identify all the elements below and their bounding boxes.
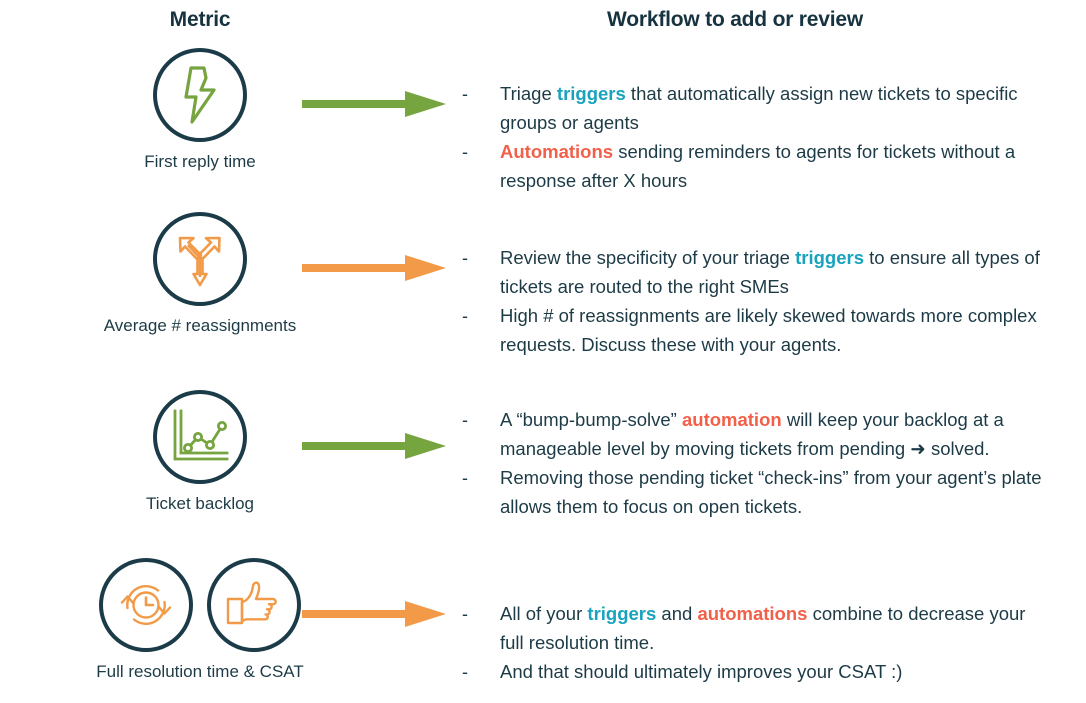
bullet-segment: And that should ultimately improves your…: [500, 661, 903, 682]
bullet-dash: -: [462, 248, 468, 268]
list-item: - All of your triggers and automations c…: [462, 600, 1062, 657]
bullet-segment: High # of reassignments are likely skewe…: [500, 305, 1037, 355]
clock-refresh-icon: [99, 558, 193, 652]
list-item: - A “bump-bump-solve” automation will ke…: [462, 406, 1062, 463]
metric-label: First reply time: [144, 152, 256, 171]
icon-group: [99, 558, 301, 652]
flow-arrow-green: [300, 426, 450, 466]
bullet-text: Automations sending reminders to agents …: [500, 138, 1052, 195]
bullet-text: And that should ultimately improves your…: [500, 658, 902, 687]
icon-group: [153, 48, 247, 142]
bullet-text: Triage triggers that automatically assig…: [500, 80, 1052, 137]
icon-group: [153, 390, 247, 484]
bullet-text: All of your triggers and automations com…: [500, 600, 1052, 657]
keyword-automations: Automations: [500, 141, 614, 162]
keyword-automation: automation: [681, 409, 782, 430]
bullet-segment: Review the specificity of your triage: [500, 247, 796, 268]
bullet-segment: Removing those pending ticket “check-ins…: [500, 467, 1042, 517]
thumbs-up-icon: [207, 558, 301, 652]
metric-label: Average # reassignments: [103, 316, 297, 335]
metric-row-average-reassignments: Average # reassignments - Review the spe…: [0, 212, 1086, 362]
workflow-bullets: - All of your triggers and automations c…: [462, 600, 1062, 688]
metric-label: Ticket backlog: [145, 494, 255, 513]
workflow-bullets: - Review the specificity of your triage …: [462, 244, 1062, 360]
flow-arrow-orange: [300, 248, 450, 288]
icon-group: [153, 212, 247, 306]
header-metric: Metric: [169, 8, 231, 31]
workflow-bullets: - A “bump-bump-solve” automation will ke…: [462, 406, 1062, 522]
metric-row-full-resolution-csat: Full resolution time & CSAT - All of you…: [0, 558, 1086, 703]
list-item: - Removing those pending ticket “check-i…: [462, 464, 1062, 521]
list-item: - And that should ultimately improves yo…: [462, 658, 1062, 687]
bullet-text: Removing those pending ticket “check-ins…: [500, 464, 1052, 521]
bullet-text: A “bump-bump-solve” automation will keep…: [500, 406, 1052, 463]
bullet-dash: -: [462, 142, 468, 162]
bullet-segment: to ensure all types of tickets are route…: [500, 247, 1040, 297]
bullet-segment: Triage: [500, 83, 557, 104]
metric-cell: Ticket backlog: [0, 390, 400, 514]
bullet-segment: sending reminders to agents for tickets …: [500, 141, 1016, 191]
bullet-segment: All of your: [500, 603, 588, 624]
line-chart-icon: [153, 390, 247, 484]
column-headers: Metric Workflow to add or review: [0, 8, 1086, 42]
metric-cell: Full resolution time & CSAT: [0, 558, 400, 682]
lightning-bolt-icon: [153, 48, 247, 142]
bullet-text: High # of reassignments are likely skewe…: [500, 302, 1052, 359]
bullet-dash: -: [462, 410, 468, 430]
bullet-dash: -: [462, 468, 468, 488]
metric-cell: Average # reassignments: [0, 212, 400, 336]
bullet-segment: and: [656, 603, 698, 624]
metric-row-ticket-backlog: Ticket backlog - A “bump-bump-solve” aut…: [0, 390, 1086, 540]
keyword-triggers: triggers: [795, 247, 864, 268]
flow-arrow-orange: [300, 594, 450, 634]
bullet-text: Review the specificity of your triage tr…: [500, 244, 1052, 301]
metric-label: Full resolution time & CSAT: [96, 662, 304, 681]
bullet-dash: -: [462, 662, 468, 682]
bullet-segment: combine to decrease your full resolution…: [500, 603, 1026, 653]
metric-row-first-reply-time: First reply time - Triage triggers that …: [0, 48, 1086, 198]
bullet-segment: will keep your backlog at a manageable l…: [500, 409, 1004, 459]
bullet-dash: -: [462, 84, 468, 104]
list-item: - Automations sending reminders to agent…: [462, 138, 1062, 195]
keyword-triggers: triggers: [587, 603, 657, 624]
list-item: - Review the specificity of your triage …: [462, 244, 1062, 301]
list-item: - High # of reassignments are likely ske…: [462, 302, 1062, 359]
workflow-bullets: - Triage triggers that automatically ass…: [462, 80, 1062, 196]
list-item: - Triage triggers that automatically ass…: [462, 80, 1062, 137]
keyword-automations: automations: [697, 603, 808, 624]
header-workflow: Workflow to add or review: [607, 8, 863, 31]
bullet-segment: that automatically assign new tickets to…: [500, 83, 1018, 133]
bullet-segment: A “bump-bump-solve”: [500, 409, 682, 430]
bullet-dash: -: [462, 306, 468, 326]
flow-arrow-green: [300, 84, 450, 124]
bullet-dash: -: [462, 604, 468, 624]
branching-arrows-icon: [153, 212, 247, 306]
keyword-triggers: triggers: [556, 83, 626, 104]
metric-cell: First reply time: [0, 48, 400, 172]
